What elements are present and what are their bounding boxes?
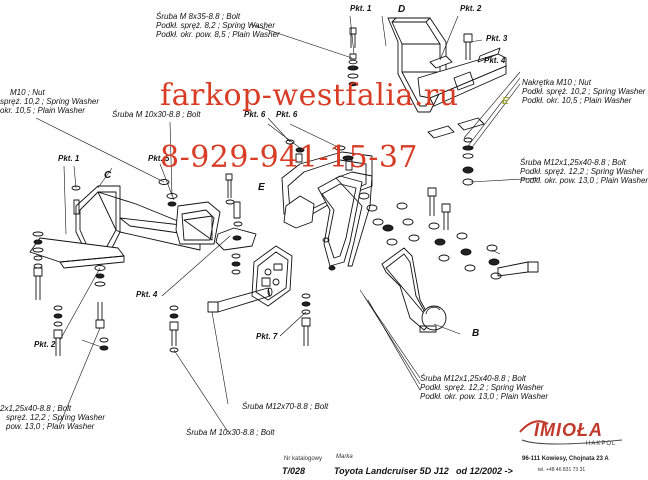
- callout-right-nut-line-2: Podkł. spręż. 10,2 ; Spring Washer: [522, 87, 646, 96]
- leader-lines: [35, 15, 541, 433]
- callout-bottom-left-line-2: spręż. 12,2 ; Spring Washer: [6, 413, 106, 422]
- pkt-3: Pkt. 3: [486, 34, 508, 43]
- washers-right: [358, 192, 502, 280]
- callout-right-nut-line-1: Nakrętka M10 ; Nut: [522, 78, 591, 87]
- callout-top-line-3: Podkł. okr. pow. 8,5 ; Plain Washer: [156, 30, 280, 39]
- vehicle-date: od 12/2002 ->: [456, 466, 513, 476]
- label-e-right: E: [502, 96, 509, 107]
- catalog-number: T/028: [282, 466, 306, 476]
- bolts-pkt5: [158, 173, 235, 207]
- bolts-pkt1-top: [347, 27, 359, 87]
- pkt-6b: Pkt. 6: [276, 110, 298, 119]
- pkt-1-top: Pkt. 1: [350, 4, 372, 13]
- bracket-c: [29, 185, 201, 269]
- bolts-pkt4-left: [169, 305, 179, 353]
- callout-right-nut-line-3: Podkł. okr. 10,5 ; Plain Washer: [522, 96, 632, 105]
- callout-top: Śruba M 8x35-8.8 ; Bolt Podkł. spręż. 8,…: [156, 12, 280, 39]
- callout-bottom-left: 2x1,25x40-8.8 ; Bolt spręż. 12,2 ; Sprin…: [0, 404, 105, 431]
- bolts-right-column: [427, 187, 539, 277]
- pkt-7: Pkt. 7: [256, 332, 278, 341]
- pkt-5: Pkt. 5: [148, 154, 170, 163]
- callout-bottom-right: Śruba M12x1,25x40-8.8 ; Bolt Podkł. sprę…: [420, 374, 548, 401]
- watermark-phone: 8-929-941-15-37: [160, 140, 419, 175]
- bracket-e-small: [215, 201, 257, 275]
- callout-right-bolt-line-2: Podkł. spręż. 12,2 ; Spring Washer: [520, 167, 644, 176]
- callout-top-line-1: Śruba M 8x35-8.8 ; Bolt: [156, 12, 241, 21]
- logo-swoosh: [519, 420, 623, 445]
- socket-plate: [251, 245, 293, 307]
- callout-bolt-70: Śruba M12x70-8.8 ; Bolt: [242, 402, 329, 411]
- label-e-small: E: [258, 182, 265, 193]
- brand-tel: tel. +48 46 831 73 31: [538, 467, 586, 473]
- callout-bottom-right-line-3: Podkł. okr. pow. 13,0 ; Plain Washer: [420, 392, 549, 401]
- label-c: C: [104, 170, 112, 181]
- pkt-6: Pkt. 6: [244, 110, 266, 119]
- brand-logo-sub: HAKPOL: [586, 441, 617, 447]
- callout-bottom-left-line-3: pow. 13,0 ; Plain Washer: [6, 422, 95, 431]
- callout-right-nut: Nakrętka M10 ; Nut Podkł. spręż. 10,2 ; …: [522, 78, 645, 105]
- bolts-pkt7: [301, 237, 336, 346]
- label-d: D: [398, 4, 406, 15]
- callout-left-nut-line-3: okr. 10,5 ; Plain Washer: [0, 106, 85, 115]
- pkt-2-top: Pkt. 2: [460, 4, 482, 13]
- callout-left-nut-line-1: M10 ; Nut: [10, 88, 45, 97]
- catalog-label: Nr katalogowy: [284, 456, 323, 462]
- pkt-1-left: Pkt. 1: [58, 154, 80, 163]
- pkt-4-left: Pkt. 4: [136, 290, 158, 299]
- bracket-e-right: [417, 47, 507, 107]
- bolt-m12x70: [207, 287, 273, 313]
- bracket-center-left: [175, 201, 221, 245]
- callout-bottom-left-line-1: 2x1,25x40-8.8 ; Bolt: [0, 404, 72, 413]
- callout-top-line-2: Podkł. spręż. 8,2 ; Spring Washer: [156, 21, 276, 30]
- callout-bottom-right-line-1: Śruba M12x1,25x40-8.8 ; Bolt: [420, 374, 526, 383]
- tow-ball: [381, 247, 447, 333]
- center-bracket: [281, 151, 373, 267]
- callout-left-nut-line-2: spręż. 10,2 ; Spring Washer: [0, 97, 100, 106]
- brand-label: Marka: [336, 454, 353, 460]
- brand-address: 96-111 Kowiesy, Chojnata 23 A: [522, 456, 609, 462]
- label-b: B: [472, 328, 480, 339]
- callout-right-bolt: Śruba M12x1,25x40-8.8 ; Bolt Podkł. sprę…: [520, 158, 648, 185]
- brand-logo: IMIOŁA: [534, 420, 603, 440]
- callout-bolt-30: Śruba M 10x30-8.8 ; Bolt: [186, 428, 275, 437]
- pkt-4-right: Pkt. 4: [484, 56, 506, 65]
- callout-mid-bolt: Śruba M 10x30-8.8 ; Bolt: [112, 110, 201, 119]
- bolt-pkt3: [462, 33, 474, 186]
- callout-left-nut: M10 ; Nut spręż. 10,2 ; Spring Washer ok…: [0, 88, 99, 115]
- callout-right-bolt-line-1: Śruba M12x1,25x40-8.8 ; Bolt: [520, 158, 626, 167]
- callout-bottom-right-line-2: Podkł. spręż. 12,2 ; Spring Washer: [420, 383, 544, 392]
- pkt-2-left: Pkt. 2: [34, 340, 56, 349]
- bolts-pkt2-left: [53, 265, 109, 356]
- watermark-site: farkop-westfalia.ru: [160, 78, 459, 113]
- callout-right-bolt-line-3: Podkł. okr. pow. 13,0 ; Plain Washer: [520, 176, 648, 185]
- vehicle-model: Toyota Landcruiser 5D J12: [334, 466, 449, 476]
